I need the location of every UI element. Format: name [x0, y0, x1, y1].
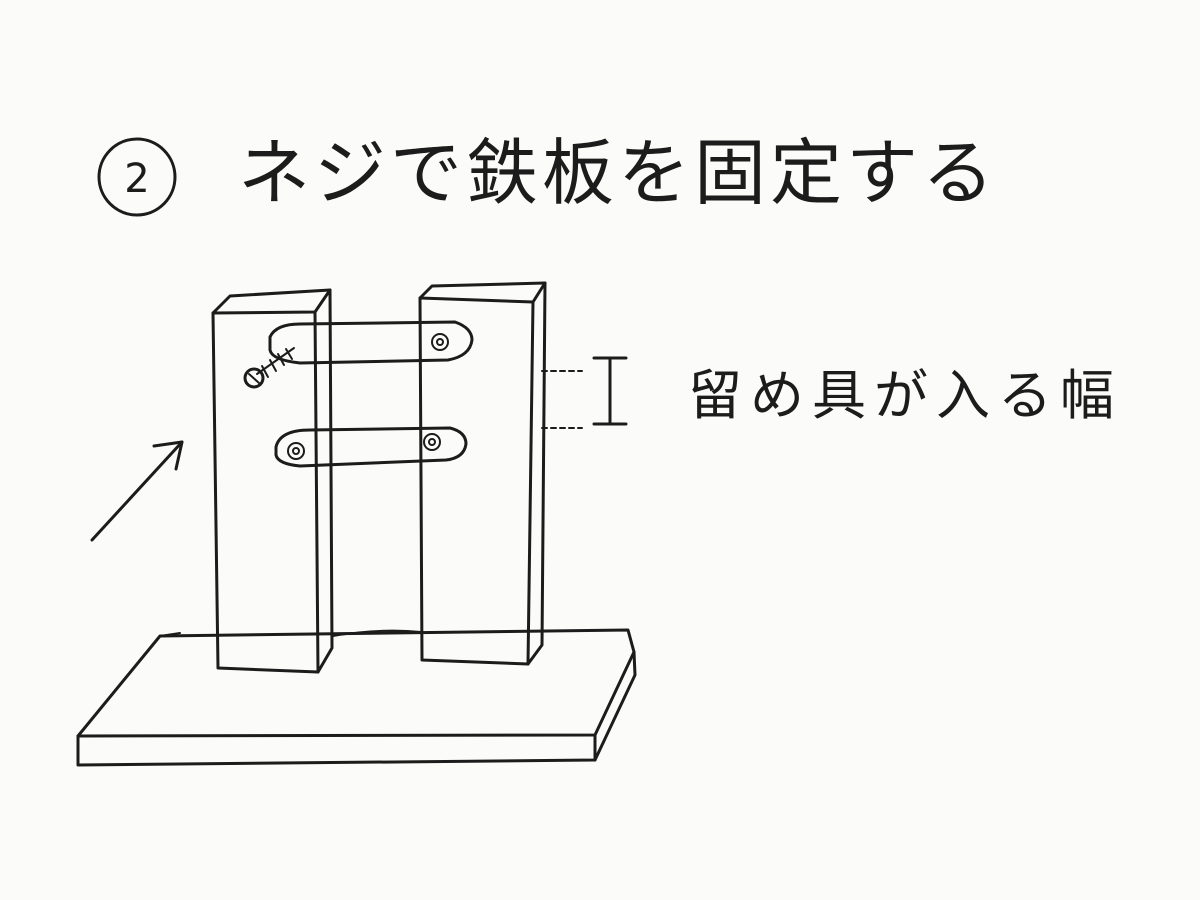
step-header: 2 ネジで鉄板を固定する: [97, 131, 998, 217]
upper-steel-plate: [268, 320, 474, 365]
right-post: [418, 281, 547, 666]
width-annotation: 留め具が入る幅: [541, 356, 1122, 429]
step-number-circle: [97, 137, 177, 217]
lower-screw-head-left: [287, 442, 305, 460]
gap-floor-line: [332, 629, 422, 637]
base-plate: [76, 628, 637, 767]
width-label: 留め具が入る幅: [688, 364, 1122, 427]
lower-steel-plate: [274, 426, 468, 468]
screw: [243, 347, 295, 389]
upper-screw-head-right: [431, 333, 449, 351]
step-number: 2: [124, 156, 149, 202]
left-post: [211, 288, 334, 674]
step-title: ネジで鉄板を固定する: [238, 131, 998, 215]
lower-screw-head-right: [423, 433, 441, 451]
direction-arrow-icon: [90, 440, 184, 542]
